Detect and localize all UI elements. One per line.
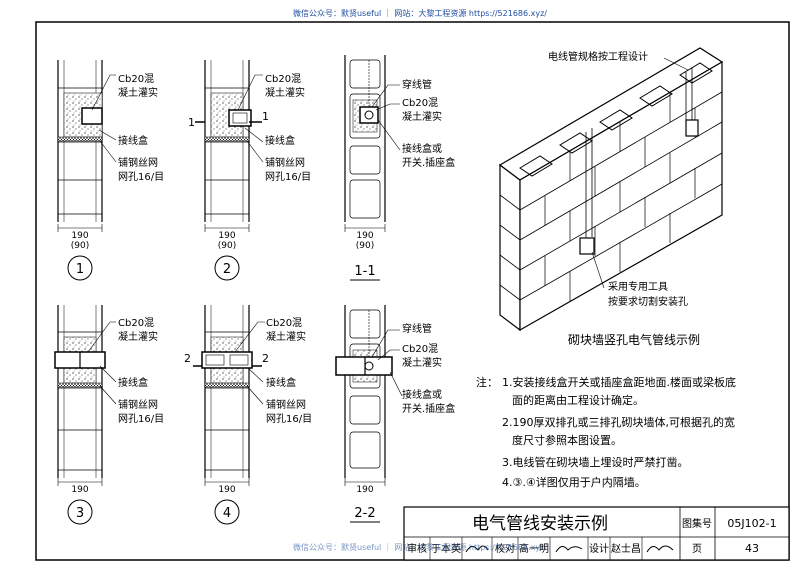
label-cb20: Cb20混 [402,343,438,355]
check-name: 高一明 [519,542,549,555]
label-box-or-switch: 接线盒或 [402,142,442,155]
label-mesh-size: 网孔16/目 [118,413,164,425]
label-cut-hole: 按要求切割安装孔 [608,295,688,308]
detail-number-2: 2 [223,262,231,277]
label-concrete: 凝土灌实 [402,356,442,369]
dim-190: 190 [71,485,88,495]
watermark-bottom: 微信公众号：默贤useful ｜ 网站：大黎工程资源 https://52168… [293,542,547,552]
atlas-number: 05J102-1 [727,517,776,530]
label-mesh: 铺钢丝网 [118,398,158,411]
label-conduit-design: 电线管规格按工程设计 [548,50,648,63]
page-label: 页 [692,543,702,555]
detail-1: 190 (90) Cb20混 凝土灌实 接线盒 铺钢丝网 网孔16/目 1 [57,60,164,281]
label-conduit: 穿线管 [402,322,432,335]
label-concrete: 凝土灌实 [118,330,158,343]
notes: 注： 1.安装接线盒开关或插座盒距地面.楼面或梁板底 面的距离由工程设计确定。 … [476,375,736,489]
dim-190: 190 [356,231,373,241]
isometric-title: 砌块墙竖孔电气管线示例 [568,332,700,347]
label-switch-socket: 开关.插座盒 [402,156,455,169]
page-number: 43 [745,542,759,555]
label-box: 接线盒 [118,134,148,147]
label-conduit: 穿线管 [402,78,432,91]
section-title-1-1: 1-1 [354,264,375,279]
detail-2: 1 1 190 (90) Cb20混 凝土灌实 接线盒 铺钢丝网 网孔16/目 … [188,60,311,281]
title-block: 电气管线安装示例 图集号 05J102-1 审核 于本英 校对 高一明 设计 赵… [403,506,790,561]
note-4: 4.③.④详图仅用于户内隔墙。 [502,475,646,489]
label-concrete: 凝土灌实 [118,86,158,99]
section-1-1: 穿线管 Cb20混 凝土灌实 接线盒或 开关.插座盒 190 (90) 1-1 [344,55,455,281]
label-cb20: Cb20混 [118,317,154,329]
dim-190: 190 [356,485,373,495]
review-signature [465,545,489,553]
label-mesh: 铺钢丝网 [265,156,305,169]
notes-prefix: 注： [476,375,498,389]
detail-number-3: 3 [76,506,84,521]
note-3: 3.电线管在砌块墙上埋设时严禁打凿。 [502,455,689,469]
check-label: 校对 [495,542,515,555]
drawing-title: 电气管线安装示例 [472,514,608,534]
dim-190: 190 [71,231,88,241]
section-mark-1-right: 1 [262,110,269,123]
label-concrete: 凝土灌实 [402,110,442,123]
review-label: 审核 [407,542,427,555]
dim-90: (90) [71,241,89,251]
dim-90: (90) [218,241,236,251]
detail-4: 2 2 190 Cb20混 凝土灌实 接线盒 铺钢丝网 网孔16/目 4 [184,305,312,525]
label-box: 接线盒 [118,376,148,389]
label-cb20: Cb20混 [402,97,438,109]
label-cb20: Cb20混 [265,73,301,85]
dim-90: (90) [356,241,374,251]
label-concrete: 凝土灌实 [265,86,305,99]
label-mesh-size: 网孔16/目 [266,413,312,425]
note-1b: 面的距离由工程设计确定。 [512,393,644,407]
label-mesh-size: 网孔16/目 [118,171,164,183]
note-2a: 2.190厚双排孔或三排孔砌块墙体,可根据孔的宽 [502,415,735,429]
label-mesh-size: 网孔16/目 [265,171,311,183]
design-signature [646,545,674,553]
design-name: 赵士昌 [611,542,641,555]
note-2b: 度尺寸参照本图设置。 [512,433,622,447]
dim-190: 190 [218,485,235,495]
label-switch-socket: 开关.插座盒 [402,402,455,415]
watermark-top: 微信公众号：默贤useful ｜ 网站：大黎工程资源 https://52168… [293,8,547,18]
isometric-wall [498,47,724,332]
label-cb20: Cb20混 [266,317,302,329]
design-label: 设计 [589,542,609,555]
section-2-2: 穿线管 Cb20混 凝土灌实 接线盒或 开关.插座盒 190 2-2 [335,305,455,523]
label-special-tool: 采用专用工具 [608,280,668,293]
check-signature [555,546,583,553]
detail-number-4: 4 [223,506,231,521]
section-mark-2-right: 2 [262,352,269,365]
label-mesh: 铺钢丝网 [118,156,158,169]
section-mark-2-left: 2 [184,352,191,365]
dim-190: 190 [218,231,235,241]
detail-number-1: 1 [76,262,84,277]
label-box-or-switch: 接线盒或 [402,388,442,401]
detail-3: 190 Cb20混 凝土灌实 接线盒 铺钢丝网 网孔16/目 3 [54,305,164,525]
note-1a: 1.安装接线盒开关或插座盒距地面.楼面或梁板底 [502,375,736,389]
label-mesh: 铺钢丝网 [266,398,306,411]
section-title-2-2: 2-2 [354,506,375,521]
review-name: 于本英 [431,542,461,555]
label-box: 接线盒 [266,376,296,389]
label-cb20: Cb20混 [118,73,154,85]
label-concrete: 凝土灌实 [266,330,306,343]
section-mark-1-left: 1 [188,116,195,129]
label-box: 接线盒 [265,134,295,147]
atlas-label: 图集号 [682,517,712,530]
